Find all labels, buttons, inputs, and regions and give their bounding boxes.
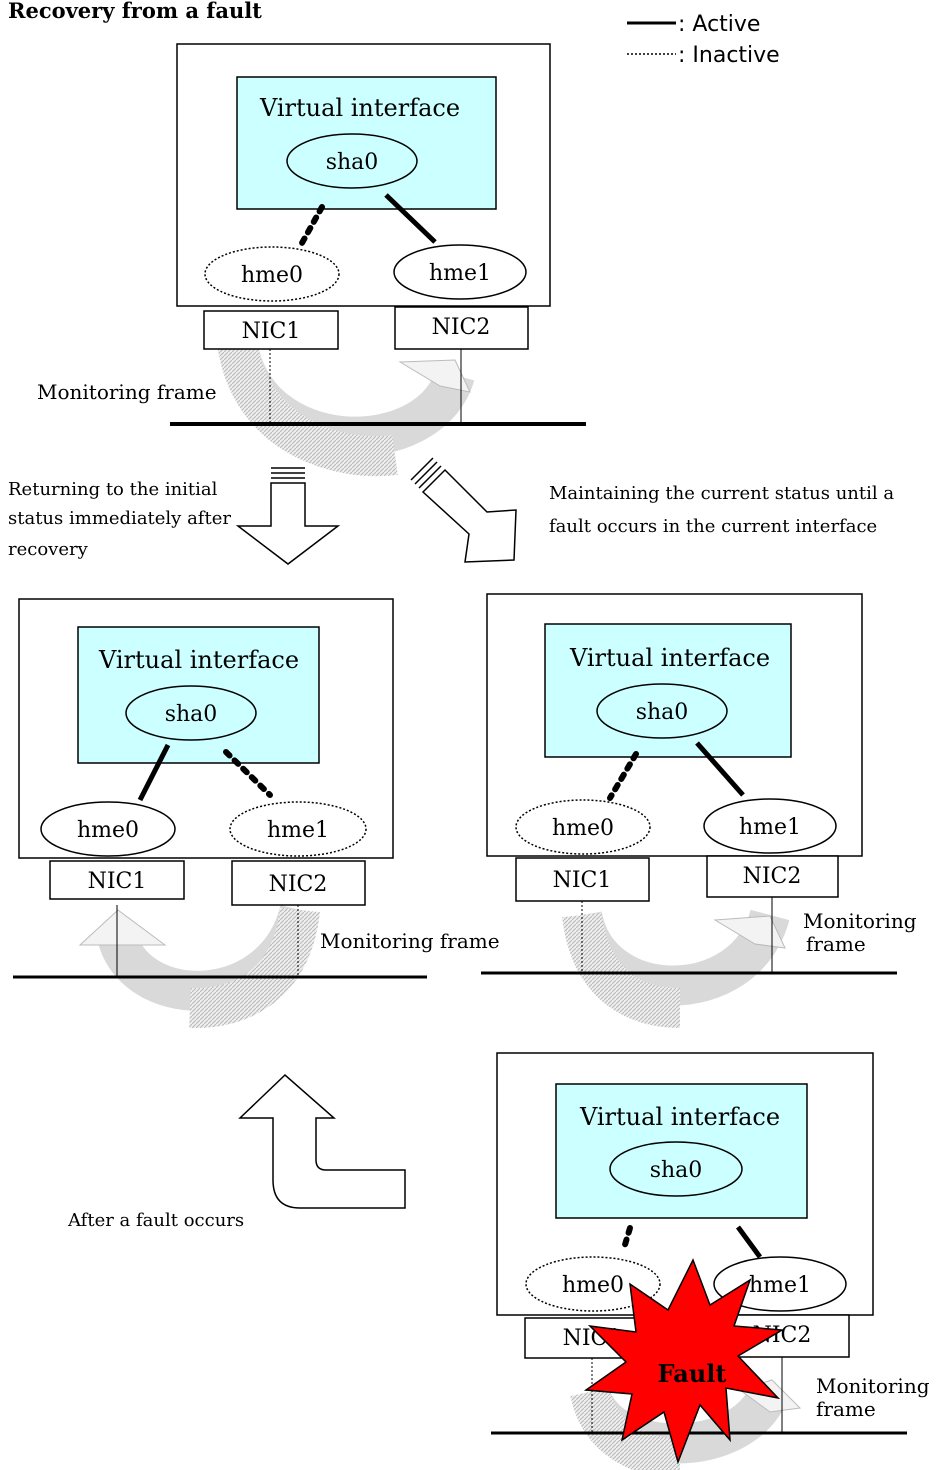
hme0-node: [40, 801, 176, 857]
sha0-label: sha0: [650, 1158, 703, 1183]
legend-active-label: : Active: [678, 12, 760, 37]
inactive-link: [223, 749, 273, 798]
hme1-node: [713, 1256, 847, 1312]
nic2-box: [394, 306, 529, 350]
inactive-link: [299, 204, 325, 246]
nic1-box: [49, 860, 185, 900]
active-link: [735, 1225, 763, 1259]
legend: : Active : Inactive: [627, 12, 780, 68]
return-caption-line3: recovery: [8, 539, 89, 560]
return-caption-line2: status immediately after: [8, 508, 231, 529]
top-diagram: Virtual interface sha0 hme0 hme1 NIC1 NI…: [37, 43, 586, 477]
maintain-caption-line1: Maintaining the current status until a: [549, 483, 894, 504]
hme1-node: [393, 244, 527, 300]
sha0-node: [286, 133, 418, 189]
hme0-node: [525, 1256, 661, 1312]
maintain-arrow: [410, 457, 517, 563]
monitor-frame-arrow-shadow: [189, 907, 320, 1029]
virtual-interface-label: Virtual interface: [579, 1103, 780, 1131]
after-fault-arrow: [238, 1073, 406, 1209]
fault-burst-icon: [583, 1258, 785, 1465]
sha0-node: [125, 685, 257, 741]
nic2-label: NIC2: [269, 872, 328, 897]
nic1-label: NIC1: [88, 869, 147, 894]
monitor-frame-arrow-shadow: [562, 911, 681, 1028]
active-link: [695, 741, 745, 797]
monitor-arrow-head: [713, 915, 786, 949]
inactive-link: [621, 1225, 633, 1251]
hme1-node: [703, 798, 837, 854]
monitoring-frame-label: Monitoring frame: [37, 380, 217, 404]
virtual-interface-label: Virtual interface: [569, 644, 770, 672]
sha0-node: [609, 1141, 743, 1197]
monitor-frame-arrow-shadow: [570, 1386, 681, 1470]
after-fault-caption: After a fault occurs: [67, 1210, 244, 1231]
virtual-interface-label: Virtual interface: [98, 646, 299, 674]
monitor-frame-arrow-shadow: [217, 338, 398, 477]
nic1-box: [515, 857, 650, 902]
nic2-label: NIC2: [432, 315, 491, 340]
hme1-label: hme1: [749, 1273, 811, 1298]
monitor-arrow-head: [398, 359, 471, 393]
frame-label: frame: [816, 1397, 876, 1421]
nic1-label: NIC1: [553, 868, 612, 893]
middle-right-diagram: Virtual interface sha0 hme0 hme1 NIC1 NI…: [481, 593, 917, 1028]
nic2-box: [706, 855, 839, 898]
virtual-interface-label: Virtual interface: [259, 94, 460, 122]
active-link: [384, 193, 437, 244]
nic1-label: NIC1: [242, 319, 301, 344]
nic2-box: [231, 860, 366, 906]
monitoring-label: Monitoring: [816, 1374, 930, 1398]
bottom-right-diagram: Virtual interface sha0 hme0 hme1 NIC1 NI…: [491, 1052, 930, 1470]
maintain-caption-line2: fault occurs in the current interface: [549, 516, 877, 537]
return-caption-line1: Returning to the initial: [8, 479, 218, 500]
return-arrow: [235, 467, 341, 565]
hme0-node: [204, 246, 340, 302]
inactive-link: [607, 751, 639, 801]
active-link: [137, 743, 171, 802]
sha0-label: sha0: [636, 700, 689, 725]
monitoring-label: Monitoring: [803, 909, 917, 933]
hme1-label: hme1: [429, 261, 491, 286]
nic1-box: [203, 310, 339, 350]
hme0-label: hme0: [562, 1273, 624, 1298]
nic2-label: NIC2: [743, 864, 802, 889]
frame-label: frame: [806, 932, 866, 956]
hme0-label: hme0: [552, 816, 614, 841]
hme1-node: [229, 801, 367, 857]
sha0-label: sha0: [326, 150, 379, 175]
sha0-node: [596, 683, 728, 739]
legend-inactive-label: : Inactive: [678, 43, 780, 68]
monitor-arrow-head: [78, 909, 167, 946]
sha0-label: sha0: [165, 702, 218, 727]
monitoring-frame-label: Monitoring frame: [320, 929, 500, 953]
hme0-label: hme0: [77, 818, 139, 843]
hme1-label: hme1: [739, 815, 801, 840]
diagram-title: Recovery from a fault: [8, 0, 262, 23]
fault-label: Fault: [658, 1359, 727, 1388]
hme1-label: hme1: [267, 818, 329, 843]
middle-left-diagram: Virtual interface sha0 hme0 hme1 NIC1 NI…: [13, 598, 500, 1029]
hme0-node: [515, 799, 651, 855]
hme0-label: hme0: [241, 263, 303, 288]
